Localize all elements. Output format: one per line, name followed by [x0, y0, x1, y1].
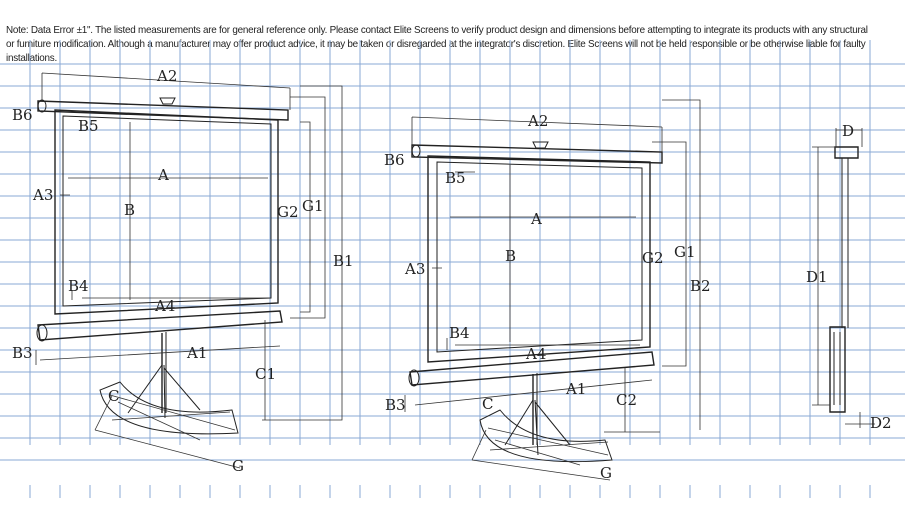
left-tripod-base [99, 381, 239, 435]
left-label-G2: G2 [277, 203, 299, 221]
middle-screen-view [404, 99, 701, 481]
left-screen-frame [54, 109, 279, 315]
left-label-C: C [108, 387, 119, 405]
side-label-D2: D2 [870, 414, 892, 432]
middle-bottom-case [409, 351, 655, 386]
left-handle-icon [159, 97, 176, 105]
middle-label-B4: B4 [449, 324, 470, 342]
middle-dim-lines [404, 99, 701, 481]
middle-label-B6: B6 [384, 151, 405, 169]
left-label-A4: A4 [154, 297, 175, 315]
left-label-B: B [124, 201, 135, 219]
left-label-A1: A1 [186, 344, 207, 362]
middle-label-C: C [482, 395, 493, 413]
middle-label-A: A [530, 210, 542, 228]
left-label-G: G [232, 457, 244, 475]
middle-viewing-area [436, 161, 643, 353]
middle-label-G1: G1 [674, 243, 696, 261]
left-label-A: A [157, 166, 169, 184]
side-label-D: D [842, 122, 854, 140]
middle-label-G2: G2 [642, 249, 664, 267]
middle-label-G: G [600, 464, 612, 482]
left-label-C1: C1 [255, 365, 276, 383]
middle-label-A1: A1 [565, 380, 586, 398]
middle-label-A4: A4 [525, 345, 546, 363]
left-label-A3: A3 [32, 186, 53, 204]
side-view [812, 128, 875, 428]
side-top-housing [834, 146, 859, 159]
middle-handle-icon [532, 141, 549, 149]
left-label-B6: B6 [12, 106, 33, 124]
side-label-D1: D1 [806, 268, 828, 286]
left-viewing-area [62, 115, 272, 307]
left-label-B4: B4 [68, 277, 89, 295]
middle-label-B5: B5 [445, 169, 466, 187]
middle-label-A2: A2 [527, 112, 548, 130]
middle-tripod-legs [504, 399, 571, 456]
left-label-B5: B5 [78, 117, 99, 135]
middle-tripod-base [479, 409, 613, 463]
left-tripod-legs [127, 364, 201, 419]
middle-label-B2: B2 [690, 277, 711, 295]
left-label-B1: B1 [333, 252, 354, 270]
left-label-A2: A2 [156, 67, 177, 85]
side-pole [829, 326, 846, 413]
middle-screen-frame [427, 155, 651, 363]
left-dim-lines [35, 72, 343, 469]
left-case-endcap [36, 324, 48, 342]
side-screen [841, 158, 849, 328]
middle-label-A3: A3 [404, 260, 425, 278]
middle-label-C2: C2 [616, 391, 637, 409]
middle-label-B3: B3 [385, 396, 406, 414]
grid [0, 40, 905, 498]
left-screen-view [35, 72, 343, 469]
left-bottom-case [37, 310, 283, 341]
disclaimer-note: Note: Data Error ±1". The listed measure… [6, 25, 868, 64]
left-label-B3: B3 [12, 344, 33, 362]
side-dim-lines [812, 128, 875, 428]
middle-label-B: B [505, 247, 516, 265]
left-label-G1: G1 [302, 197, 324, 215]
